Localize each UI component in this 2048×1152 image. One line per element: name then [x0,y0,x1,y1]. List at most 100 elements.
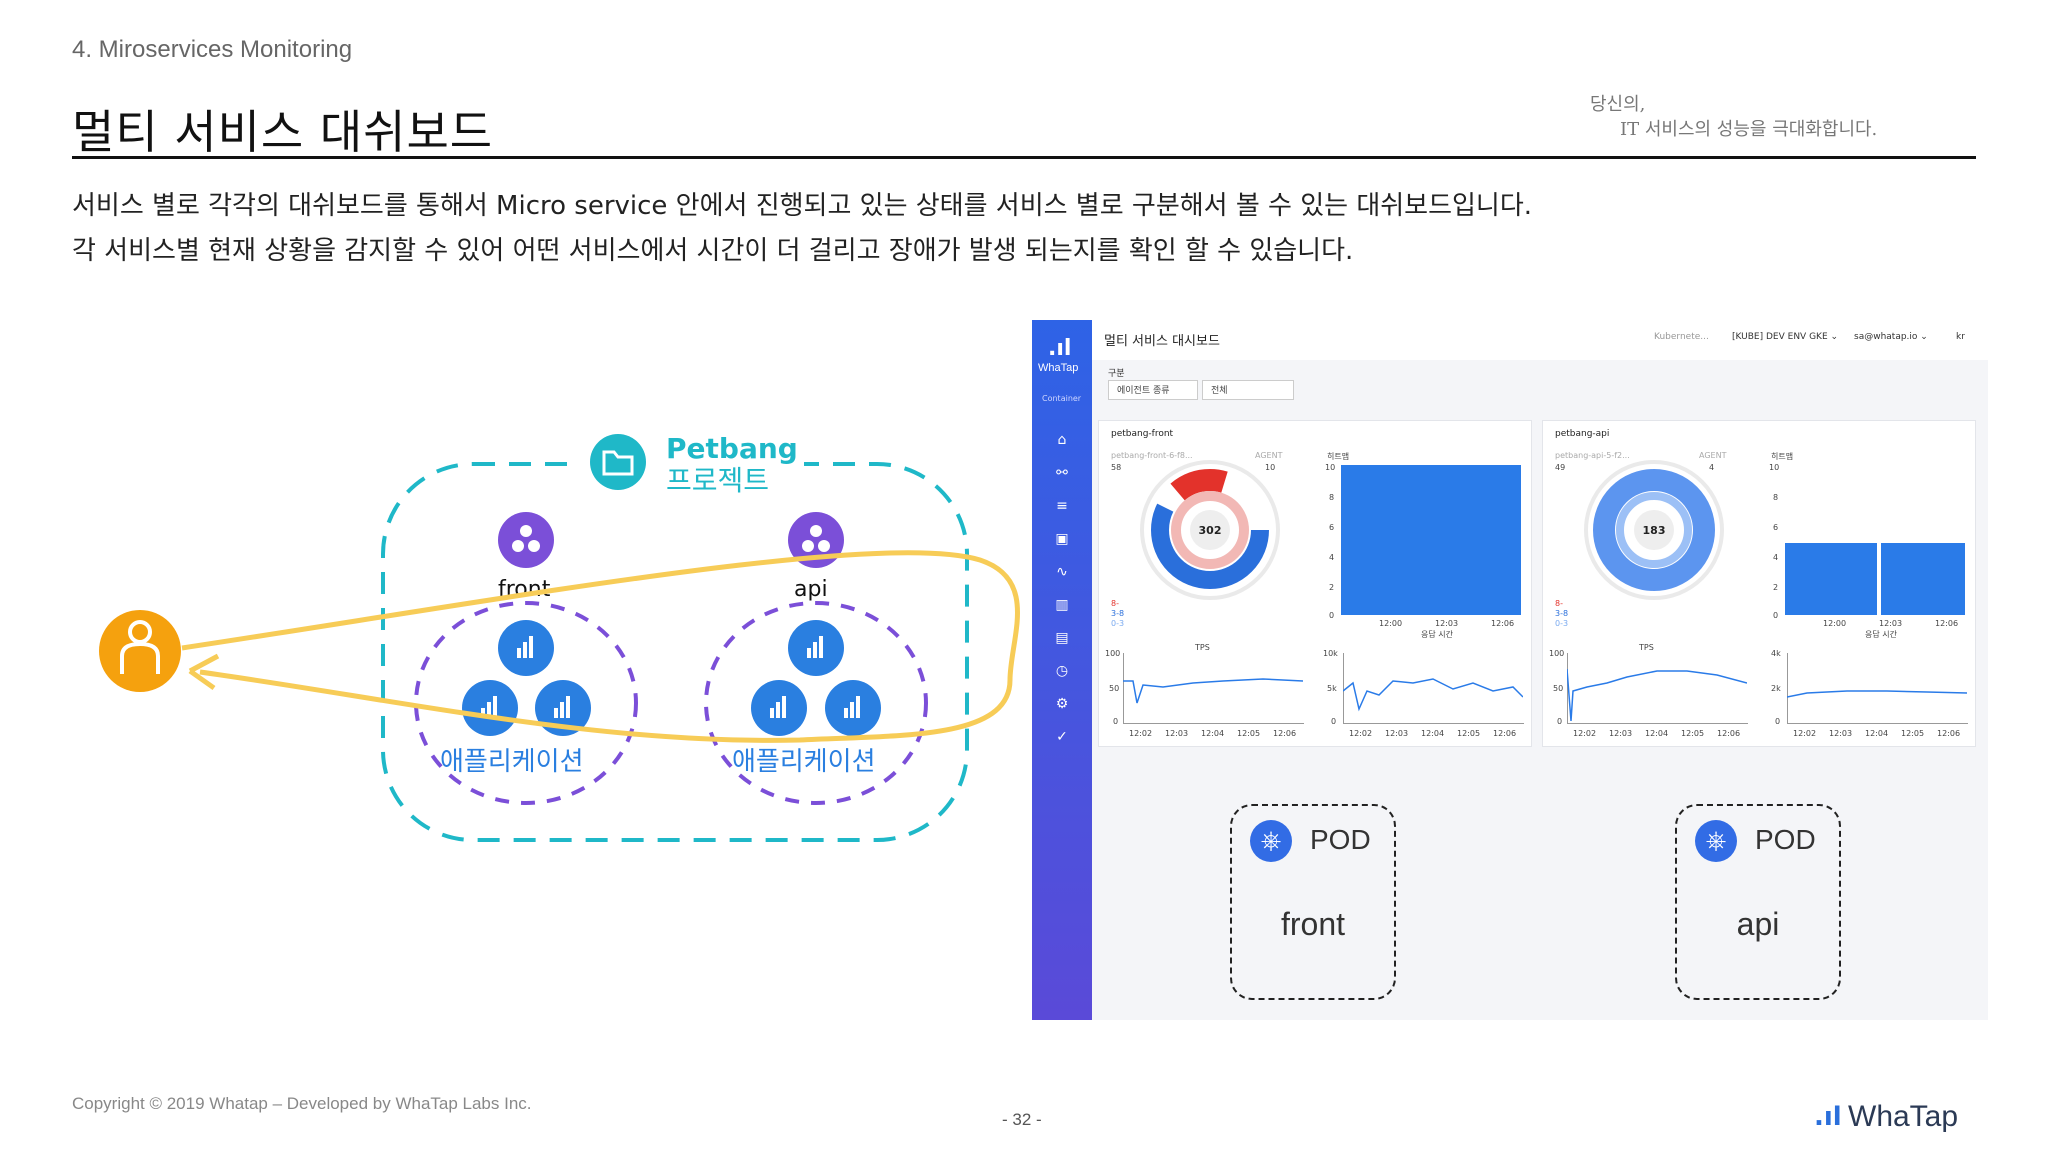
title-divider [72,156,1976,159]
section-label: 4. Miroservices Monitoring [72,36,353,63]
home-icon[interactable]: ⌂ [1057,432,1067,448]
heatmap-y-tick: 6 [1773,523,1779,532]
pod-label: POD [1310,824,1371,855]
service-front-boundary [414,601,638,805]
tps-x-tick: 12:04 [1201,729,1225,738]
image-icon[interactable]: ▣ [1055,531,1069,547]
tps-chart [1123,653,1304,724]
legend-item: 3-8 [1555,609,1569,618]
page-title: 멀티 서비스 대쉬보드 [72,105,494,159]
topbar-namespace[interactable]: Kubernete... [1654,332,1709,342]
gauge-value: 302 [1198,524,1222,537]
topology-icon[interactable]: ⚯ [1056,465,1068,481]
pod-label: POD [1755,824,1816,855]
heatmap-x-tick: 12:00 [1823,619,1847,628]
tps-x-tick: 12:06 [1273,729,1297,738]
pod-name: front [1280,906,1346,942]
apps-label-front: 애플리케이션 [440,747,584,777]
whatap-logo-icon: .ıl [1048,336,1072,361]
clock-icon[interactable]: ◷ [1055,663,1069,679]
tps-y-tick: 100 [1105,649,1121,658]
rt-y-tick: 0 [1775,717,1781,726]
legend-item: 0-3 [1555,619,1569,628]
user-icon [99,610,181,692]
tps-label: TPS [1639,643,1654,652]
copyright: Copyright © 2019 Whatap – Developed by W… [72,1094,532,1113]
heatmap-y-tick: 2 [1773,583,1779,592]
agent-active: 10 [1265,463,1276,472]
dashboard-screenshot: .ıl WhaTap Container ⌂ ⚯ ≡ ▣ ∿ ▥ ▤ ◷ ⚙ ✓… [1032,320,1988,1020]
service-api-label: api [794,577,828,602]
tps-x-tick: 12:05 [1681,729,1705,738]
service-front-icon [498,512,554,568]
bar-chart-icon[interactable]: ▥ [1055,597,1069,613]
heatmap-x-label: 응답 시간 [1865,630,1897,639]
rt-y-tick: 10k [1323,649,1338,658]
agent-active: 4 [1709,463,1715,472]
check-icon[interactable]: ✓ [1056,729,1068,745]
pod-front: ⎈ POD front [1230,804,1396,1000]
panel-petbang-front: petbang-front petbang-front-6-f8... 58 A… [1098,420,1532,747]
dashboard-title: 멀티 서비스 대시보드 [1104,334,1220,349]
pod-name: api [1736,906,1780,942]
rt-y-tick: 0 [1331,717,1337,726]
folder-icon-glyph [602,450,634,476]
tps-x-tick: 12:06 [1717,729,1741,738]
heatmap-label: 히트맵 [1327,452,1350,461]
rt-x-tick: 12:05 [1901,729,1925,738]
report-icon[interactable]: ▤ [1055,630,1069,646]
tps-x-tick: 12:05 [1237,729,1261,738]
filter-label: 구분 [1108,369,1125,379]
tps-y-tick: 100 [1549,649,1565,658]
rt-x-tick: 12:03 [1385,729,1409,738]
rt-x-tick: 12:04 [1421,729,1445,738]
rt-x-tick: 12:03 [1829,729,1853,738]
agent-count: 58 [1111,463,1122,472]
topbar-language[interactable]: kr [1956,332,1965,342]
tps-x-tick: 12:02 [1573,729,1597,738]
description-line1: 서비스 별로 각각의 대쉬보드를 통해서 Micro service 안에서 진… [72,191,1533,221]
rt-x-tick: 12:06 [1937,729,1961,738]
legend-item: 0-3 [1111,619,1125,628]
heatmap-y-tick: 10 [1769,463,1780,472]
heatmap-y-tick: 0 [1329,611,1335,620]
pod-api: ⎈ POD api [1675,804,1841,1000]
tps-line [1123,678,1303,704]
apps-label-api: 애플리케이션 [732,747,876,777]
response-time-line [1343,678,1523,712]
rt-x-tick: 12:05 [1457,729,1481,738]
heatmap-x-tick: 12:06 [1491,619,1515,628]
whatap-logo-icon: .ıl [1814,1102,1842,1132]
list-icon[interactable]: ≡ [1056,498,1068,514]
heatmap-x-tick: 12:03 [1435,619,1459,628]
heatmap-y-tick: 6 [1329,523,1335,532]
project-name: Petbang [666,432,798,465]
response-time-chart [1343,653,1524,724]
heatmap-block [1785,543,1877,615]
rt-x-tick: 12:06 [1493,729,1517,738]
heatmap-x-tick: 12:00 [1379,619,1403,628]
all-select[interactable]: 전체 [1202,380,1294,400]
service-api-boundary [704,601,928,805]
heatmap-y-tick: 8 [1329,493,1335,502]
tps-label: TPS [1195,643,1210,652]
pod-name: petbang-api-5-f2... [1555,451,1630,460]
rt-x-tick: 12:02 [1793,729,1817,738]
tps-y-tick: 0 [1113,717,1119,726]
active-gauge [1140,460,1280,600]
topbar-user[interactable]: sa@whatap.io ⌄ [1854,332,1928,342]
pod-name: petbang-front-6-f8... [1111,451,1193,460]
tps-y-tick: 0 [1557,717,1563,726]
rt-x-tick: 12:04 [1865,729,1889,738]
trend-icon[interactable]: ∿ [1056,564,1068,580]
topbar-cluster[interactable]: [KUBE] DEV ENV GKE ⌄ [1732,332,1839,342]
gear-icon[interactable]: ⚙ [1055,696,1069,712]
heatmap-x-label: 응답 시간 [1421,630,1453,639]
agent-type-select[interactable]: 에이전트 종류 [1108,380,1198,400]
request-flow-line [181,550,1020,743]
panel-petbang-api: petbang-api petbang-api-5-f2... 49 AGENT… [1542,420,1976,747]
panel-title: petbang-front [1111,429,1174,439]
agent-count: 49 [1555,463,1566,472]
agent-label: AGENT [1699,451,1727,460]
